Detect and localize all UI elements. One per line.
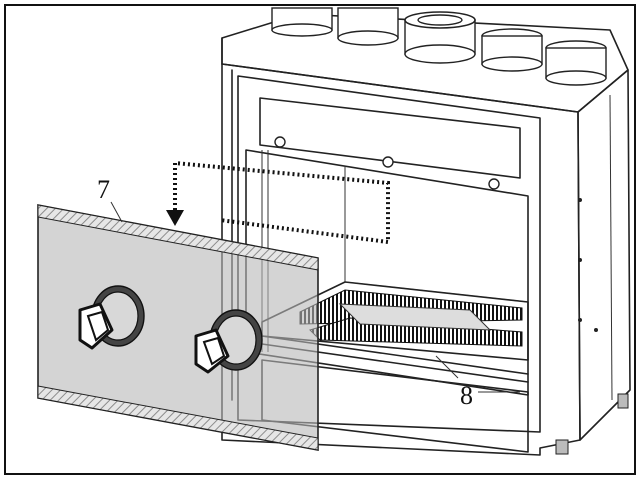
callout-label-7: 7 [97, 175, 110, 204]
movement-arrow [166, 160, 390, 245]
top-vent-slot [259, 97, 521, 179]
screw [488, 178, 500, 190]
fireplace-front [221, 63, 581, 456]
flue-collar [481, 28, 543, 72]
arrow-head-down [166, 210, 184, 226]
suction-cup-handle [194, 309, 263, 374]
foot [617, 393, 629, 409]
callout-7: 7 [97, 175, 123, 223]
flue-collars [271, 7, 607, 86]
screw [382, 156, 394, 168]
suction-cup-handle [78, 285, 145, 350]
screw [274, 136, 286, 148]
foot [555, 439, 569, 455]
callout-label-8: 8 [460, 381, 473, 410]
glass-panel [37, 204, 319, 451]
callout-8: 8 [435, 355, 520, 410]
flue-collar [271, 7, 333, 37]
flue-collar [337, 7, 399, 46]
flue-collar-center [404, 11, 476, 64]
flue-collar [545, 40, 607, 86]
